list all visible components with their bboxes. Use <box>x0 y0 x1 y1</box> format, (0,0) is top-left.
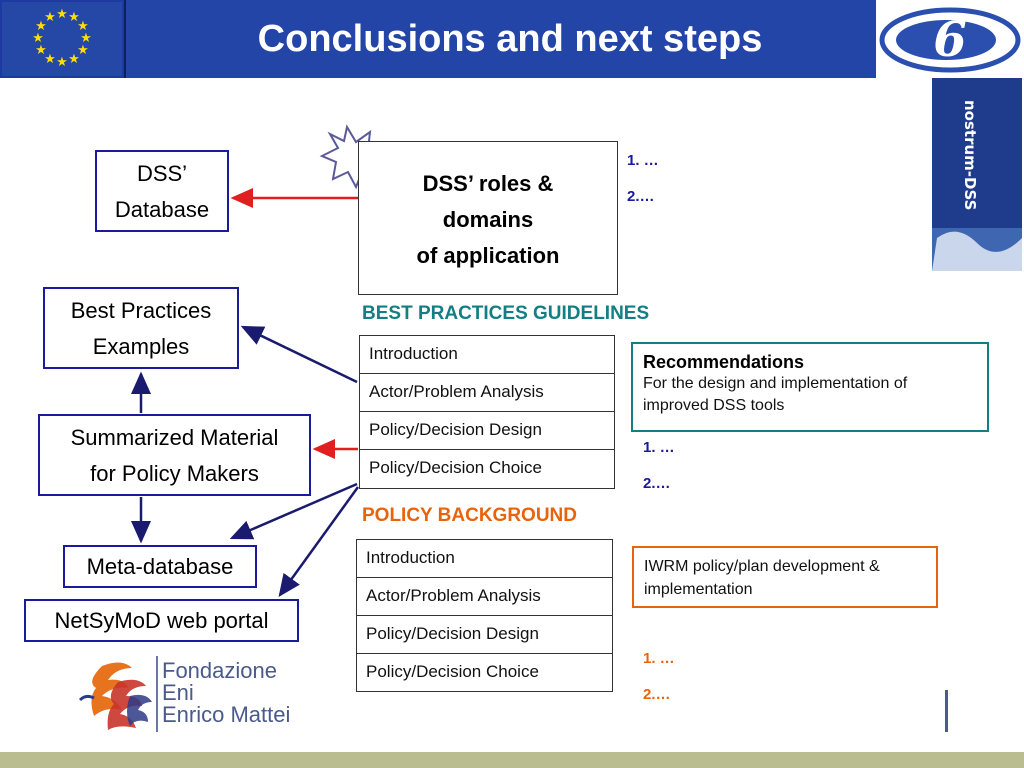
svg-text:★: ★ <box>35 19 47 34</box>
dss-database-line2: Database <box>114 197 210 222</box>
feem-wordmark: Fondazione Eni Enrico Mattei <box>162 660 290 726</box>
list-item: 1. … <box>643 650 675 667</box>
dss-roles-line3: of application <box>416 243 560 268</box>
best-practices-line1: Best Practices <box>70 298 212 323</box>
best-practices-line2: Examples <box>92 334 190 359</box>
footer-bar <box>0 752 1024 768</box>
table-row: Actor/Problem Analysis <box>360 374 614 412</box>
eu-stars-icon: ★★★ ★★★ ★★★ ★★★ <box>2 2 122 76</box>
roles-list: 1. … 2.… <box>627 143 659 215</box>
slide-header <box>0 0 1024 78</box>
recommendations-list: 1. … 2.… <box>643 430 675 502</box>
nostrum-text: nostrum-DSS <box>961 100 979 210</box>
svg-text:★: ★ <box>56 55 68 70</box>
feem-mark-icon <box>78 662 152 730</box>
svg-text:★: ★ <box>35 43 47 58</box>
fp6-logo: 6 <box>876 0 1024 78</box>
policy-background-table: Introduction Actor/Problem Analysis Poli… <box>356 539 613 692</box>
svg-text:★: ★ <box>68 10 80 25</box>
table-row: Actor/Problem Analysis <box>357 578 612 616</box>
list-item: 2.… <box>627 188 655 205</box>
best-practices-guidelines-table: Introduction Actor/Problem Analysis Poli… <box>359 335 615 489</box>
best-practices-guidelines-heading: BEST PRACTICES GUIDELINES <box>362 303 650 324</box>
feem-line: Eni <box>162 680 194 705</box>
table-row: Introduction <box>357 540 612 578</box>
table-row: Policy/Decision Design <box>360 412 614 450</box>
arrow-bp-to-examples <box>240 325 358 384</box>
dss-roles-line1: DSS’ roles & <box>422 171 554 196</box>
nostrum-dss-logo: nostrum-DSS <box>932 78 1022 271</box>
best-practices-box: Best Practices Examples <box>43 287 239 369</box>
dss-roles-line2: domains <box>442 207 534 232</box>
table-row: Policy/Decision Choice <box>366 662 539 681</box>
recommendations-title: Recommendations <box>643 352 805 372</box>
feem-line: Fondazione <box>162 658 277 683</box>
table-row: Policy/Decision Design <box>357 616 612 654</box>
svg-text:★: ★ <box>56 7 68 22</box>
svg-text:★: ★ <box>77 43 89 58</box>
svg-text:★: ★ <box>77 19 89 34</box>
arrow-bp-to-netsymod <box>278 486 360 598</box>
iwrm-box: IWRM policy/plan development & implement… <box>632 546 938 608</box>
dss-database-box: DSS’ Database <box>95 150 229 232</box>
svg-text:★: ★ <box>44 52 56 67</box>
table-row: Policy/Decision Choice <box>369 458 542 477</box>
recommendations-box: Recommendations For the design and imple… <box>631 342 989 432</box>
dss-roles-box: DSS’ roles & domains of application <box>358 141 618 295</box>
list-item: 1. … <box>643 439 675 456</box>
recommendations-body: For the design and implementation of imp… <box>643 375 908 414</box>
iwrm-list: 1. … 2.… <box>643 641 675 713</box>
svg-text:★: ★ <box>68 52 80 67</box>
fp6-number: 6 <box>933 12 966 68</box>
summarized-line1: Summarized Material <box>70 425 279 450</box>
svg-text:★: ★ <box>44 10 56 25</box>
table-row: Introduction <box>360 336 614 374</box>
list-item: 2.… <box>643 686 671 703</box>
eu-flag-logo: ★★★ ★★★ ★★★ ★★★ <box>0 0 126 78</box>
summarized-line2: for Policy Makers <box>90 461 259 486</box>
policy-background-heading: POLICY BACKGROUND <box>362 505 577 526</box>
meta-database-box: Meta-database <box>63 545 257 588</box>
slide-title: Conclusions and next steps <box>257 18 763 60</box>
list-item: 1. … <box>627 152 659 169</box>
feem-divider <box>156 656 158 732</box>
summarized-material-box: Summarized Material for Policy Makers <box>38 414 311 496</box>
svg-text:★: ★ <box>80 31 92 46</box>
feem-logo <box>72 652 302 736</box>
dss-database-line1: DSS’ <box>136 161 188 186</box>
footer-divider <box>945 690 948 732</box>
list-item: 2.… <box>643 475 671 492</box>
svg-text:★: ★ <box>32 31 44 46</box>
netsymod-portal-box: NetSyMoD web portal <box>24 599 299 642</box>
feem-line: Enrico Mattei <box>162 702 291 727</box>
